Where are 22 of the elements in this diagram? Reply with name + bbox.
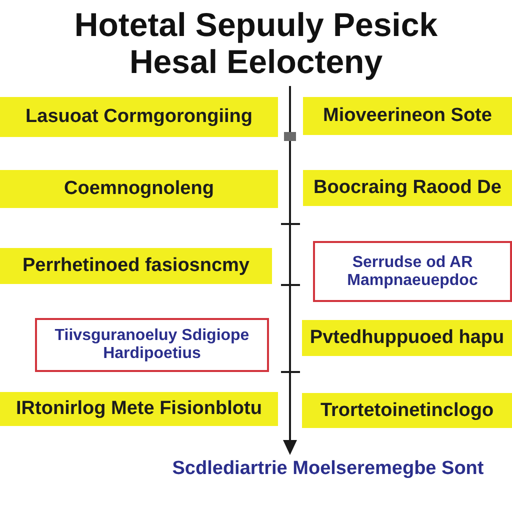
box-text: Mioveerineon Sote [323, 105, 492, 127]
box-text: Pvtedhuppuoed hapu [310, 327, 504, 349]
event-box [303, 97, 512, 135]
box-text: Trortetoinetinclogo [320, 400, 494, 422]
event-box [0, 97, 278, 137]
highlight-box [313, 241, 512, 302]
caption: Scdlediartrie Moelseremegbe Sont [171, 458, 485, 480]
highlight-box [35, 318, 269, 372]
event-box [303, 170, 512, 206]
event-box [302, 320, 512, 356]
box-text: Coemnognoleng [64, 178, 214, 200]
event-box [0, 170, 278, 208]
event-box [302, 393, 512, 428]
event-box [0, 248, 272, 284]
box-text: Perrhetinoed fasiosncmy [22, 255, 250, 277]
event-box [0, 392, 278, 426]
box-text: Tiivsguranoeluy Sdigiope Hardipoetius [54, 327, 250, 363]
box-text: Serrudse od AR Mampnaeuepdoc [346, 254, 479, 290]
box-text: Lasuoat Cormgorongiing [26, 106, 252, 128]
title: Hotetal Sepuuly Pesick Hesal Eelocteny [73, 6, 439, 80]
box-text: IRtonirlog Mete Fisionblotu [16, 398, 262, 420]
box-text: Boocraing Raood De [314, 177, 502, 199]
